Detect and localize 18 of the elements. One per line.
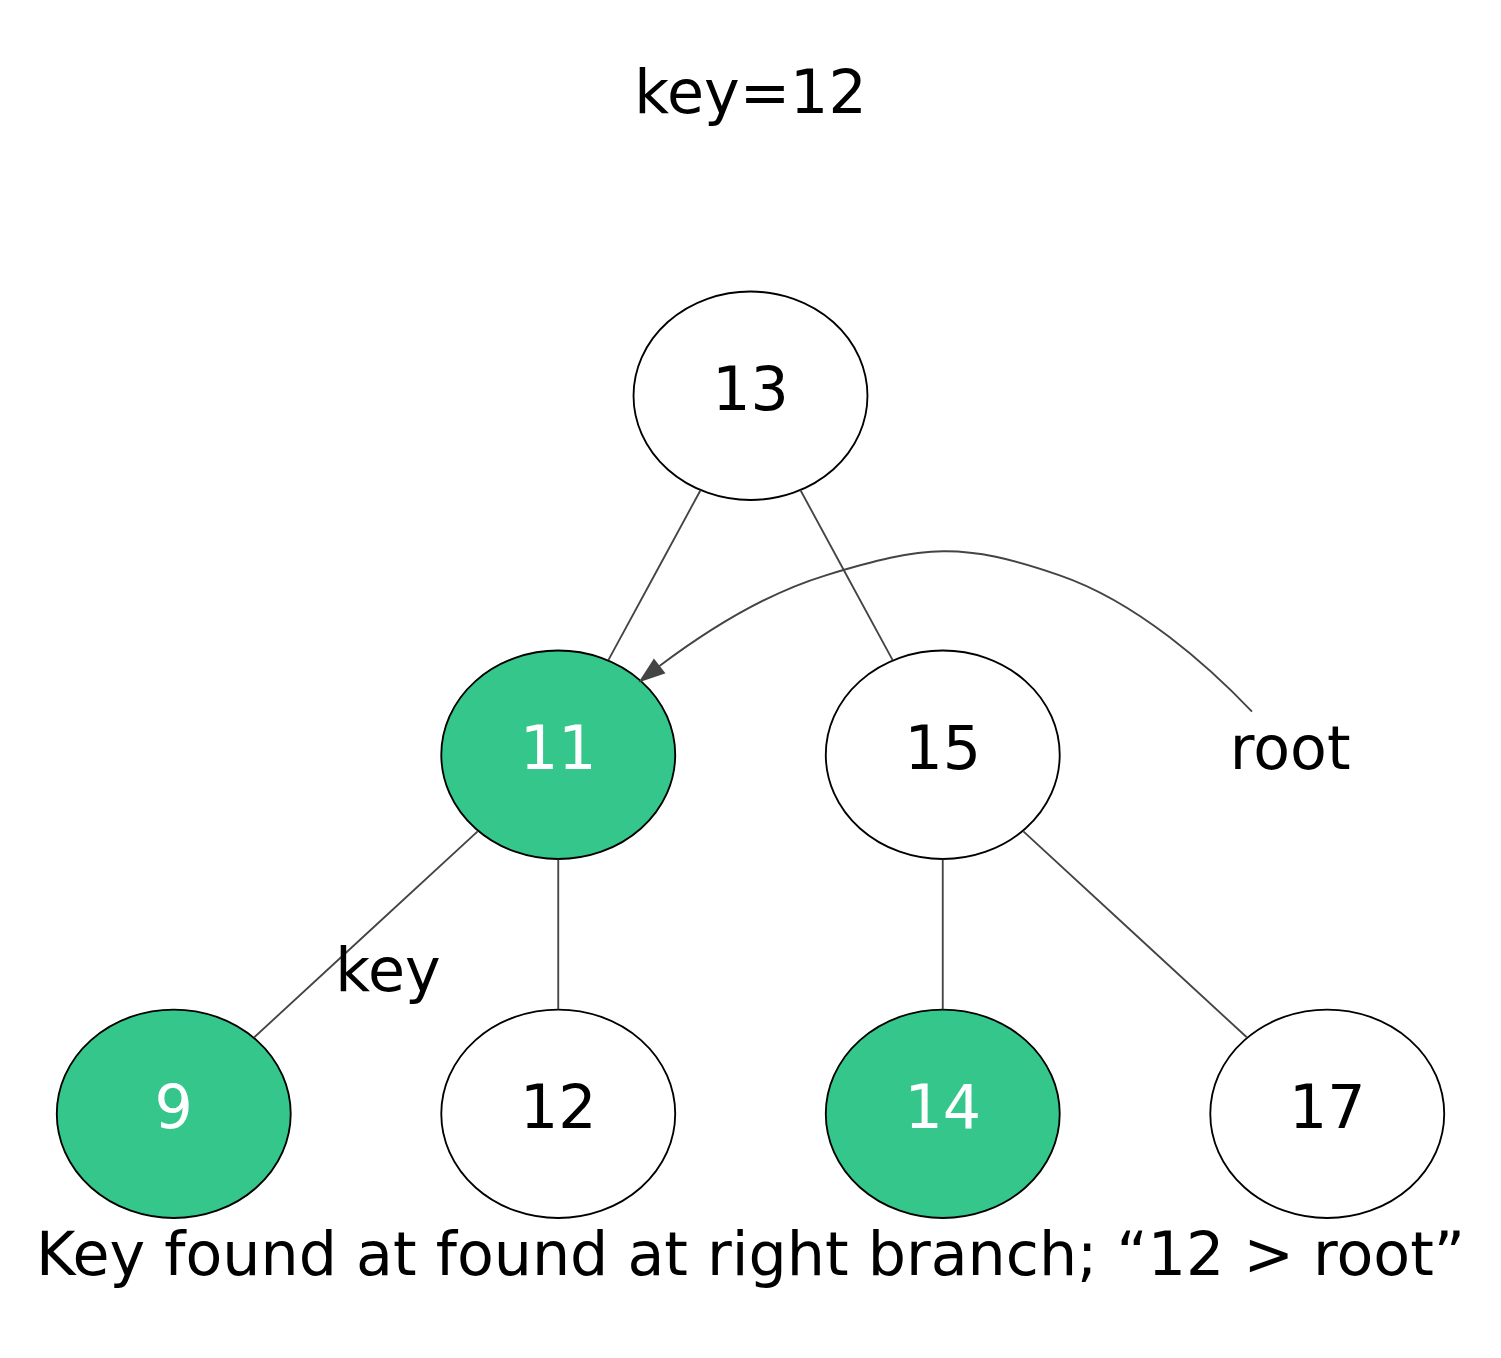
node-ellipse: 12 [440, 1008, 677, 1219]
connector [607, 488, 702, 661]
node-ellipse: 14 [824, 1008, 1061, 1219]
node-ellipse: 9 [55, 1008, 292, 1219]
node-ellipse: 17 [1209, 1008, 1446, 1219]
node-text: root [1229, 712, 1351, 783]
connector [941, 858, 944, 1010]
connector [253, 829, 479, 1038]
connector [557, 858, 560, 1010]
node-ellipse: 11 [440, 649, 677, 860]
arrow [638, 549, 1253, 712]
connector [799, 488, 894, 661]
connector [1022, 829, 1248, 1038]
node-ellipse: 13 [632, 290, 869, 501]
node-label: key [335, 934, 441, 1005]
label: key=12 [634, 56, 867, 127]
caption: Key found at found at right branch; “12 > root” [36, 1218, 1465, 1289]
node-ellipse: 15 [824, 649, 1061, 860]
